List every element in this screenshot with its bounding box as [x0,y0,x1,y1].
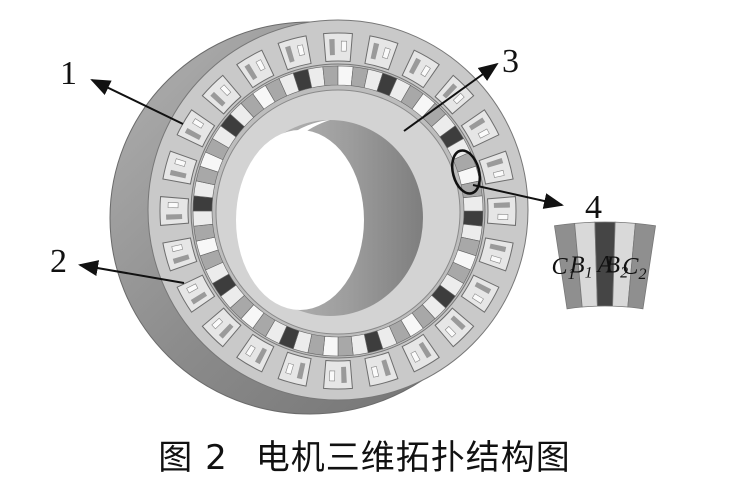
highlight-ellipse [450,149,482,195]
stator-slot [176,274,216,313]
label-part-1: 1 [60,55,77,92]
stator-slot [401,333,440,373]
stator-slot [236,333,275,373]
figure-caption: 图 2 电机三维拓扑结构图 [0,430,729,479]
stator-slot [201,74,242,115]
stator-slot [401,49,440,89]
figure-title: 电机三维拓扑结构图 [255,438,571,478]
magnet-segment [322,335,339,357]
segment-5: C2 [622,222,656,310]
stator-slot [323,359,353,390]
magnet-segment [337,65,354,87]
inner-rotor-ring [215,89,461,335]
stator-slot [277,35,312,71]
stator-slot [364,35,399,71]
stator-slot [434,307,475,348]
segment-subscript: 1 [585,265,593,282]
magnet-segment [322,65,339,87]
magnet-segment [192,195,214,212]
stator-slot [364,351,399,387]
magnet-segment [462,210,484,227]
label-part-4: 4 [585,189,602,226]
stator-slot [162,237,198,272]
segment-subscript: 2 [620,265,628,282]
stator-slot [478,237,514,272]
stator-slot [162,150,198,185]
arrow-2 [78,260,185,284]
stator-slot [460,109,500,148]
stator-slot-ring [159,32,517,390]
magnet-segment [462,195,484,212]
stator-slot [176,109,216,148]
stator-slot [323,32,353,63]
stator-slot [486,196,517,226]
stator-slot [478,150,514,185]
segment-subscript: 2 [638,266,646,283]
figure-number: 图 2 [158,438,228,478]
segment-subscript: 1 [568,266,576,283]
segment-3: A [594,221,616,307]
arrow-1 [90,79,184,125]
segment-label: A [596,252,613,278]
magnet-segment [337,335,354,357]
segment-2: B1 [570,221,598,308]
magnet-segment [192,210,214,227]
stator-slot [277,351,312,387]
stator-slot [236,49,275,89]
stator-slot [460,274,500,313]
label-part-2: 2 [50,243,67,280]
stator-slot [201,307,242,348]
stator-slot [159,196,190,226]
label-part-3: 3 [502,43,519,80]
arrow-3 [403,62,499,132]
arrow-4 [472,184,564,209]
